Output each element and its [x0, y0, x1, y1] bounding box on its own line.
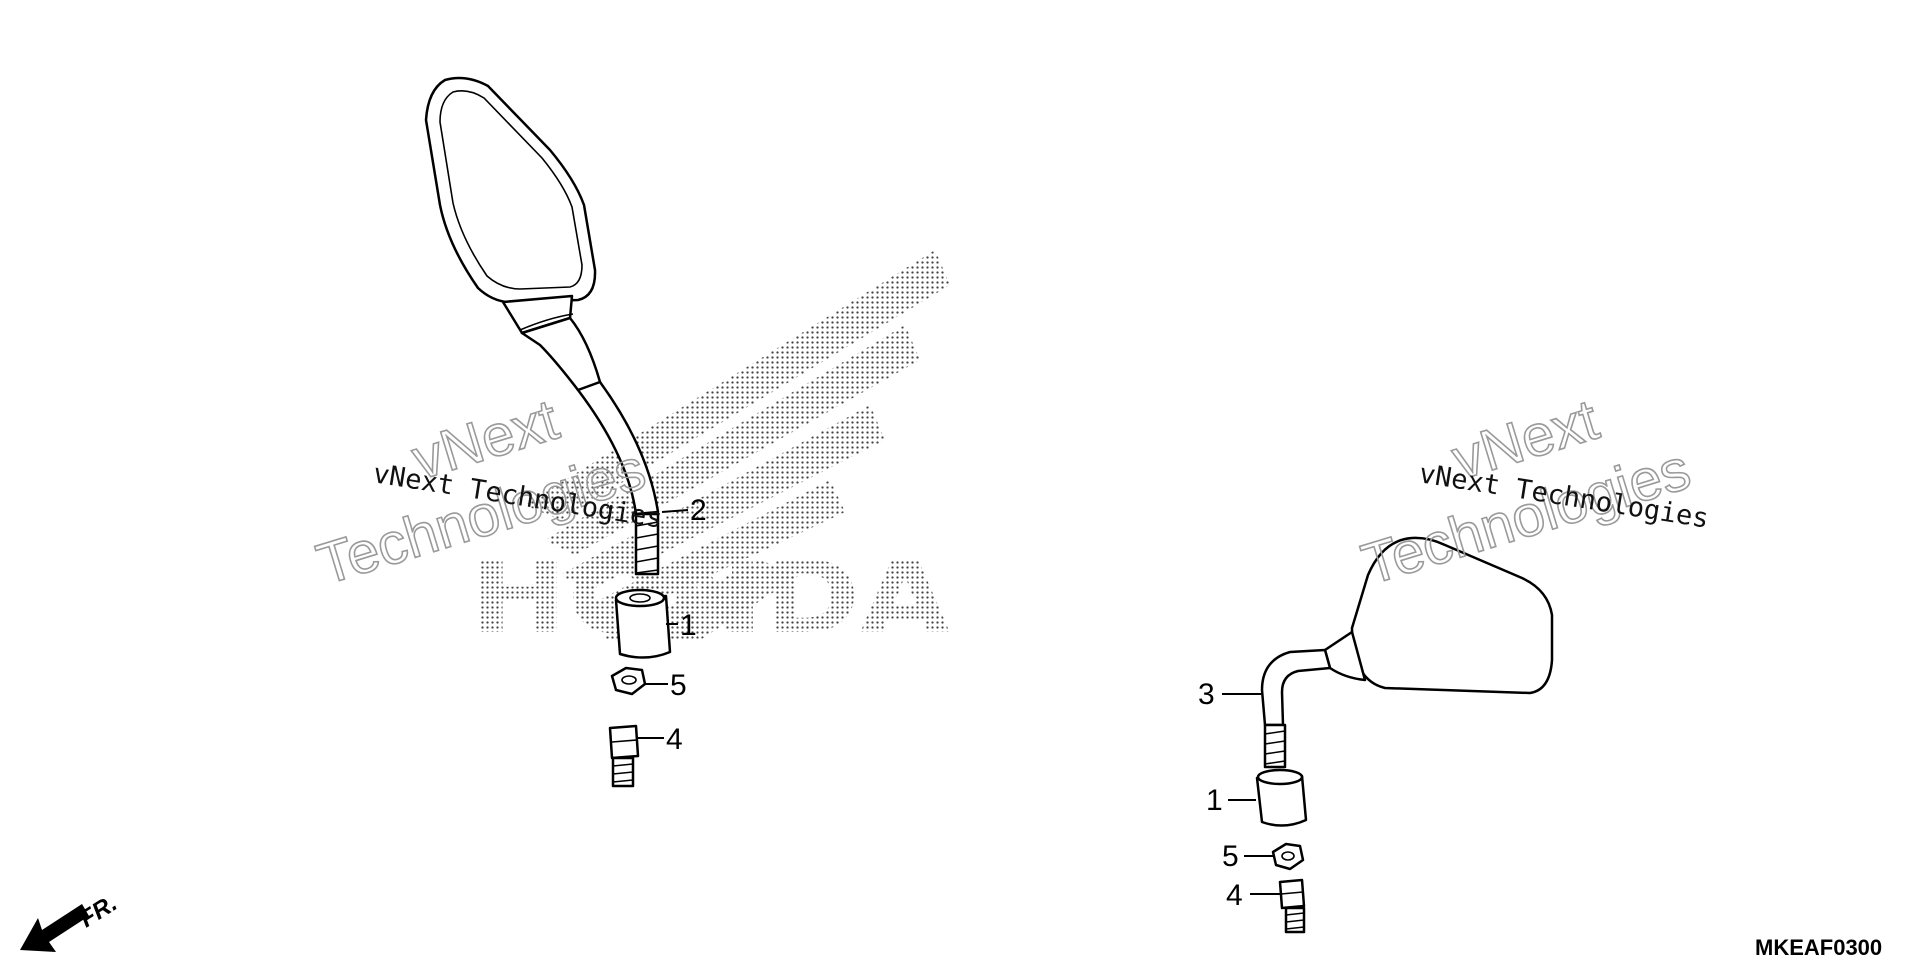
right-mirror-head	[1350, 536, 1554, 695]
right-stem-thread	[1263, 723, 1287, 769]
front-direction-arrow: FR.	[20, 890, 122, 952]
callout-right-1: 1	[1206, 784, 1223, 817]
callout-right-4: 4	[1226, 879, 1243, 912]
callout-left-5: 5	[670, 669, 687, 702]
watermark-right: vNext Technologies vNext Technologies	[1354, 386, 1711, 598]
honda-logo-text: HONDA	[470, 539, 950, 656]
right-adapter-part-1	[1255, 768, 1308, 827]
left-mirror-stem	[576, 380, 660, 516]
right-nut-part-5	[1271, 842, 1305, 871]
left-stem-thread	[634, 512, 660, 576]
right-bolt-part-4	[1278, 878, 1306, 934]
left-nut-part-5	[610, 666, 647, 696]
left-adapter-part-1	[614, 588, 672, 659]
diagram-code: MKEAF0300	[1755, 935, 1882, 960]
callout-left-4: 4	[666, 723, 683, 756]
right-mirror-assembly: 3 1 5 4	[1198, 536, 1554, 934]
left-bolt-part-4	[608, 724, 640, 788]
callout-right-3: 3	[1198, 678, 1215, 711]
arrow-icon	[20, 904, 89, 952]
callout-left-1: 1	[680, 609, 697, 642]
left-mirror-assembly: 2 1 5 4	[424, 76, 707, 788]
right-mirror-stem	[1260, 648, 1332, 727]
callout-right-5: 5	[1222, 840, 1239, 873]
left-mirror-boot	[520, 316, 602, 392]
left-mirror-rim	[439, 90, 583, 290]
fr-label: FR.	[75, 890, 122, 933]
callout-left-2: 2	[690, 494, 707, 527]
